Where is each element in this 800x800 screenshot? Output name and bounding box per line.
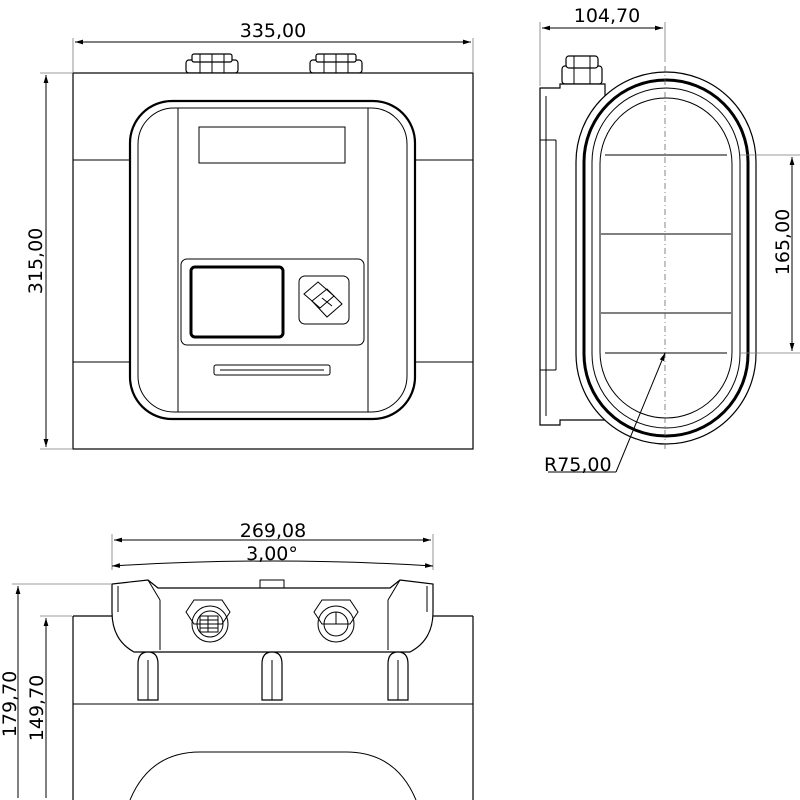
front-height-dimension: 315,00 <box>25 228 47 294</box>
bottom-device-profile <box>111 579 434 653</box>
side-cable-gland <box>561 55 603 85</box>
front-screen <box>189 265 285 339</box>
front-width-dimension: 335,00 <box>240 20 306 42</box>
bottom-gland-left <box>185 599 231 643</box>
side-radius-dimension: R75,00 <box>544 454 612 476</box>
front-view: 335,00 315,00 <box>25 20 474 450</box>
bottom-inner-height-dimension: 149,70 <box>26 675 48 741</box>
front-display-window <box>198 126 346 164</box>
side-view: 104,70 165,00 R75,00 <box>539 5 800 476</box>
front-device-housing <box>128 99 417 421</box>
bottom-mount-pin-center <box>261 651 283 701</box>
bottom-gland-right <box>313 599 359 643</box>
side-depth-dimension: 104,70 <box>574 5 640 27</box>
bottom-mount-pin-left <box>137 651 159 701</box>
bottom-outer-height-dimension: 179,70 <box>0 671 21 737</box>
side-window <box>599 97 733 419</box>
bottom-width-dimension: 269,08 <box>240 520 306 542</box>
bottom-mount-pin-right <box>387 651 409 701</box>
rfid-card-icon <box>298 275 350 325</box>
bottom-view: 269,08 3,00° <box>0 520 474 800</box>
bottom-base-frame <box>72 615 474 800</box>
bottom-top-tab <box>259 579 285 589</box>
bottom-angle-dimension: 3,00° <box>246 543 298 565</box>
front-card-panel <box>180 258 365 346</box>
front-cable-gland-left <box>185 53 239 74</box>
bottom-arch <box>129 751 417 800</box>
front-card-slot <box>213 364 331 376</box>
side-outer-housing <box>575 71 757 445</box>
front-cable-gland-right <box>309 53 363 74</box>
side-opening-dimension: 165,00 <box>772 209 794 275</box>
card-tap-icon <box>303 281 343 318</box>
